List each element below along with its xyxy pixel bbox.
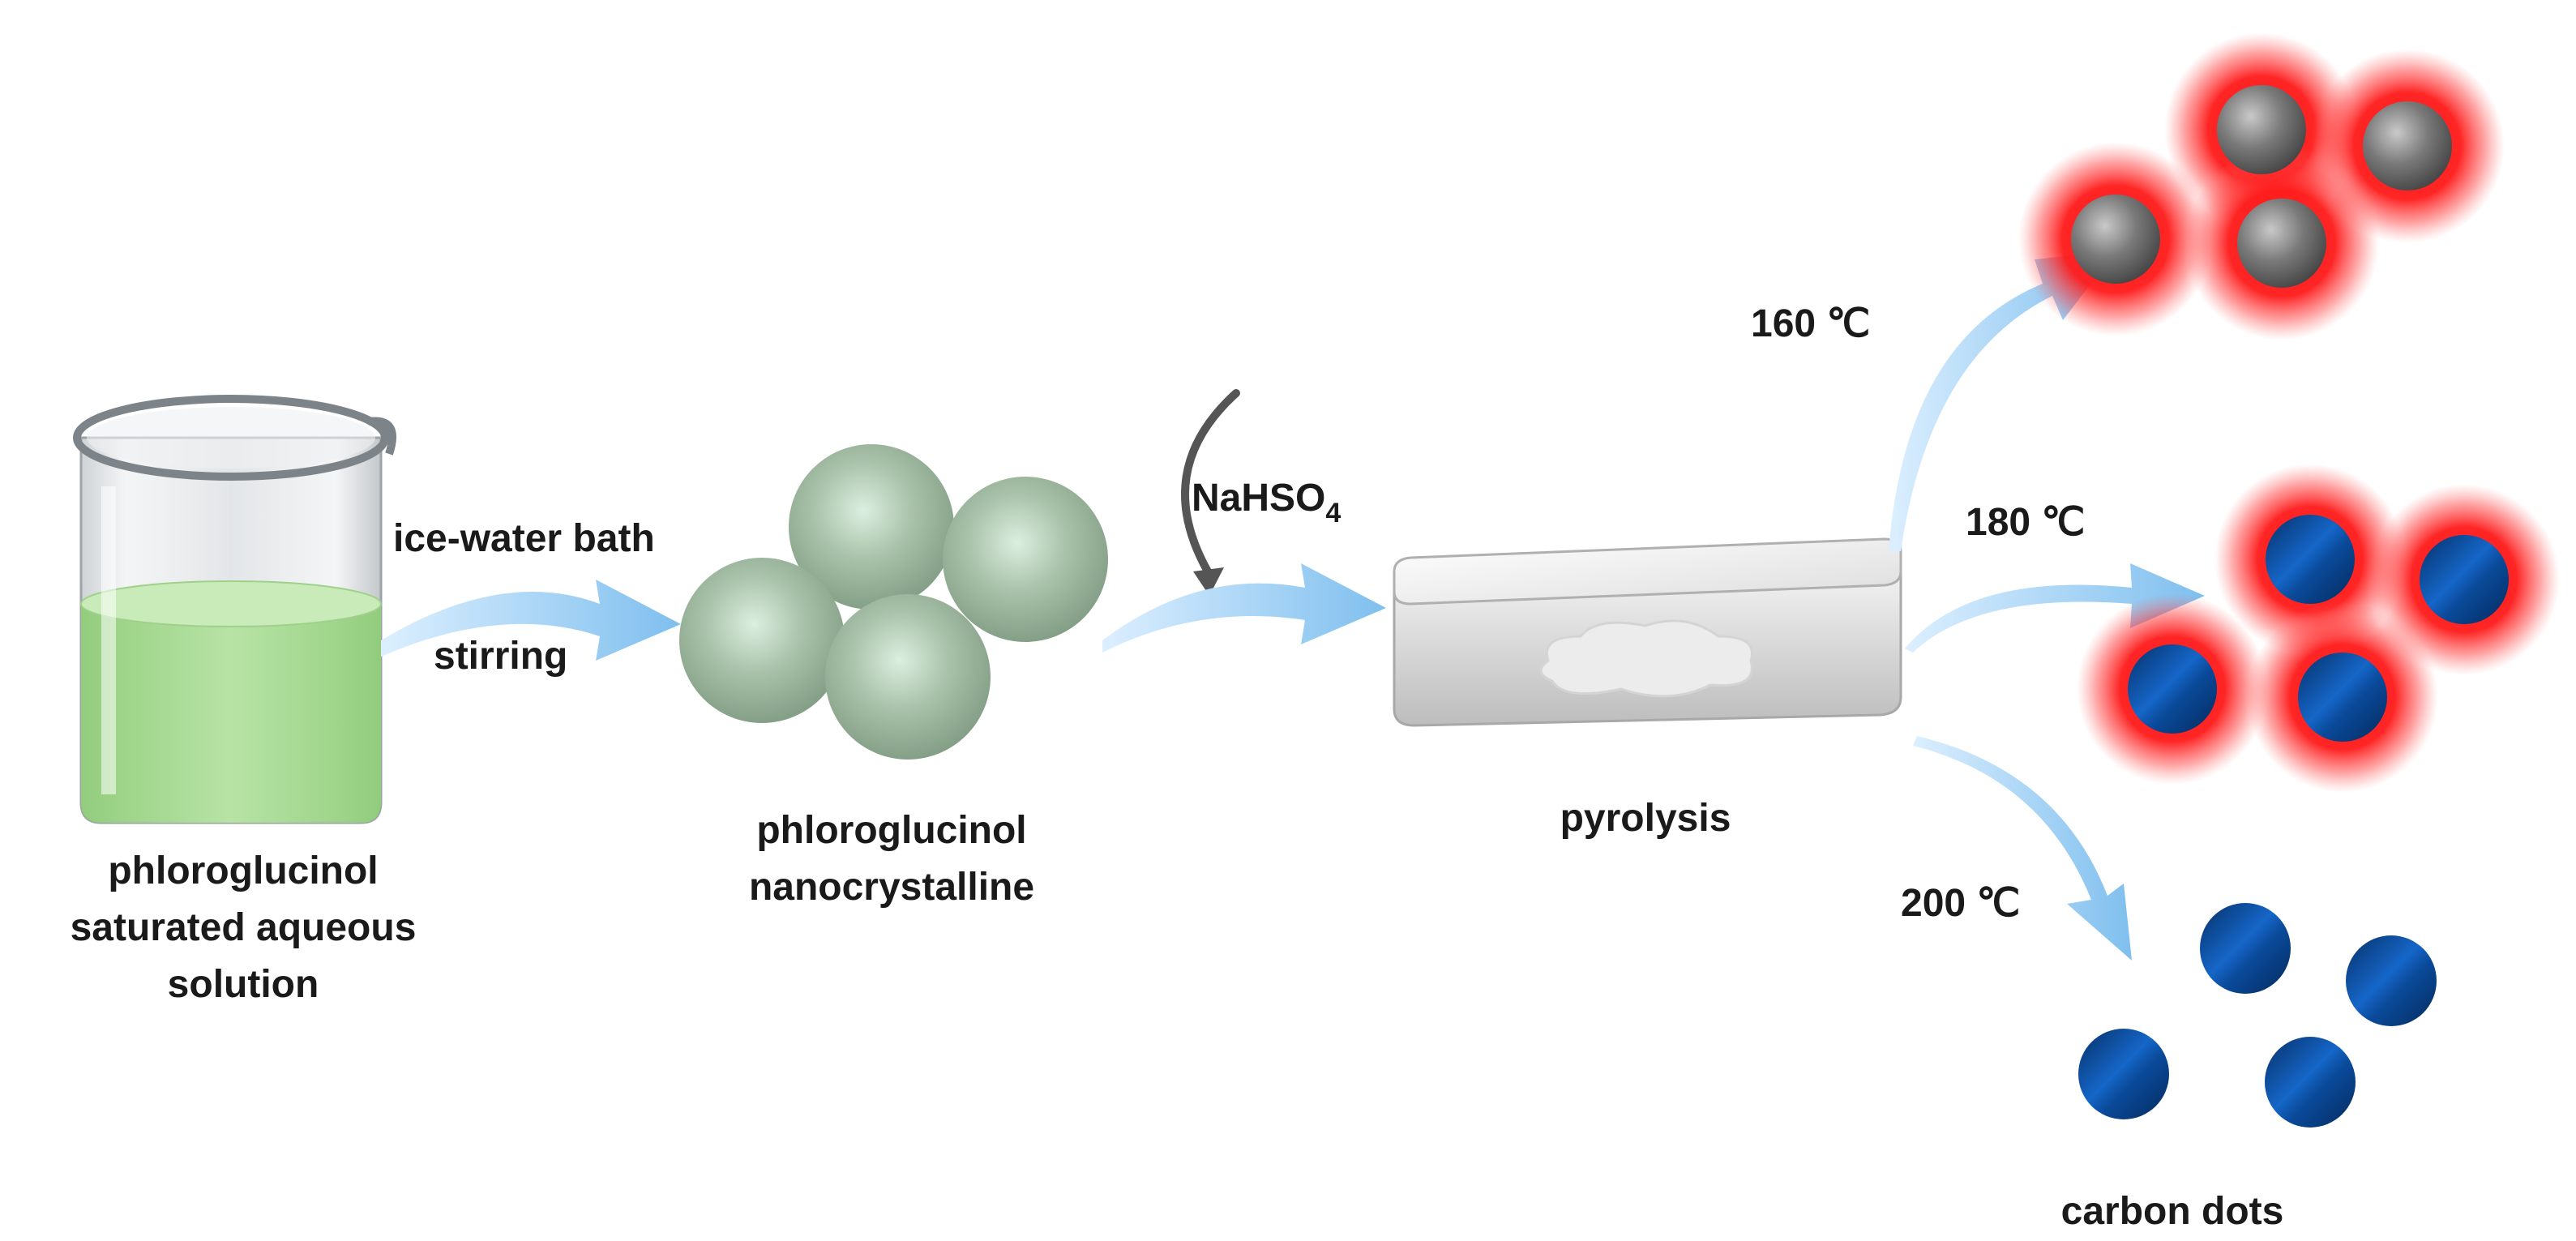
green-solution [81, 604, 381, 823]
step-ice-water-bath: ice-water bath [393, 517, 655, 560]
beaker [73, 395, 396, 824]
gray-dot [2217, 85, 2306, 174]
gray-dot [2237, 199, 2326, 288]
beaker-highlight [101, 486, 116, 794]
solution-surface [80, 580, 382, 627]
boat-lid [1393, 537, 1902, 606]
reagent-subscript: 4 [1325, 498, 1341, 528]
nanocrystal-sphere [679, 558, 845, 723]
blue-dot [2346, 935, 2437, 1026]
arrow-200 [1913, 736, 2132, 961]
nano-label-line2: nanocrystalline [749, 866, 1034, 909]
step-stirring: stirring [434, 635, 567, 678]
temp-180-label: 180 ℃ [1966, 501, 2085, 544]
beaker-label-line3: solution [168, 963, 319, 1006]
reagent-label: NaHSO4 [1192, 477, 1341, 528]
arrow-160 [1889, 251, 2116, 551]
blue-dot [2298, 653, 2387, 742]
product-200-cluster [2078, 903, 2437, 1128]
beaker-label-line1: phloroglucinol [108, 849, 378, 892]
blue-dot [2265, 1037, 2356, 1128]
temp-200-label: 200 ℃ [1901, 882, 2020, 925]
reagent-main: NaHSO [1192, 477, 1325, 520]
nanocrystal-sphere [789, 444, 954, 610]
blue-dot [2078, 1029, 2169, 1119]
arrow-stirring [381, 580, 681, 661]
pyrolysis-label: pyrolysis [1560, 797, 1731, 840]
beaker-rim [73, 395, 389, 481]
reagent-arrow [1181, 389, 1240, 576]
nano-label-line1: phloroglucinol [756, 809, 1026, 852]
gray-dot [2071, 195, 2160, 284]
blue-dot [2200, 903, 2291, 994]
arrow-to-pyrolysis [1102, 563, 1386, 653]
product-160-cluster [2018, 32, 2505, 340]
beaker-opening [87, 407, 375, 469]
blue-dot [2266, 515, 2355, 604]
temp-160-label: 160 ℃ [1751, 302, 1870, 345]
gray-dot [2363, 101, 2452, 190]
pyrolysis-boat [1393, 537, 1902, 727]
blue-dot [2128, 644, 2217, 734]
nanocrystal-sphere [825, 594, 991, 760]
beaker-spout [368, 417, 396, 456]
sample-powder [1539, 619, 1753, 698]
reagent-arrowhead [1193, 567, 1224, 596]
carbon-dots-label: carbon dots [2061, 1190, 2284, 1233]
nanocrystal-sphere [943, 477, 1108, 642]
nanocrystal-cluster [679, 444, 1108, 760]
blue-dot [2420, 535, 2509, 624]
beaker-label-line2: saturated aqueous [71, 906, 417, 949]
product-180-cluster [2077, 464, 2560, 793]
